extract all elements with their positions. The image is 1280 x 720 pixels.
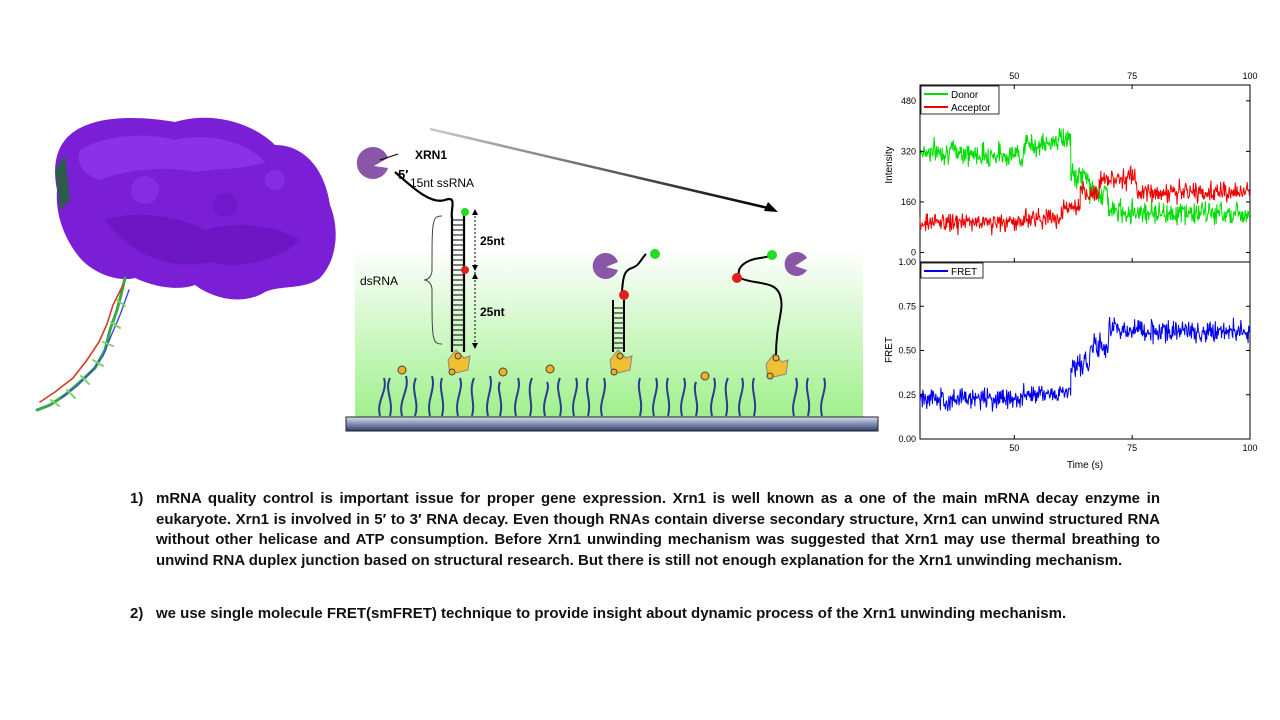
fret-plot-frame bbox=[919, 261, 1251, 440]
y-tick-label: 0.00 bbox=[898, 434, 916, 444]
donor-dye-2 bbox=[650, 249, 660, 259]
fret-ticks-group: 50 75 100 0.00 0.25 0.50 0.75 1.00 bbox=[898, 257, 1257, 453]
fret-legend: FRET bbox=[920, 262, 984, 279]
trace-fret bbox=[919, 316, 1251, 412]
peg-brush-layer bbox=[378, 375, 826, 417]
xrn1-label: XRN1 bbox=[415, 148, 447, 162]
xrn1-protein-structure-image bbox=[35, 117, 336, 412]
y-tick-label: 0 bbox=[911, 248, 916, 258]
paragraph-2-number: 2) bbox=[130, 605, 144, 622]
xrn1-enzyme-icon-2 bbox=[592, 253, 618, 279]
y-tick-label: 1.00 bbox=[898, 257, 916, 267]
x-tick-label-top: 50 bbox=[1009, 71, 1019, 81]
fret-chart: 50 75 100 0.00 0.25 0.50 0.75 1.00 FRET Time (s… bbox=[884, 257, 1258, 471]
y-tick-label: 0.50 bbox=[898, 346, 916, 356]
paragraph-2: 2) we use single molecule FRET(smFRET) t… bbox=[130, 604, 1160, 628]
legend-box bbox=[920, 262, 984, 279]
neutravidin-anchor-2 bbox=[609, 349, 633, 376]
stage-2-partial-unwinding bbox=[592, 249, 660, 376]
bottom-segment-label: 25nt bbox=[480, 305, 505, 319]
legend-entry: Donor bbox=[951, 90, 979, 101]
acceptor-dye-3 bbox=[732, 273, 742, 283]
intensity-series-group bbox=[919, 127, 1251, 236]
paragraph-1-number: 1) bbox=[130, 490, 144, 507]
y-tick-label: 480 bbox=[901, 96, 916, 106]
ssrna-label: 15nt ssRNA bbox=[410, 176, 474, 190]
progress-arrow bbox=[429, 127, 778, 212]
duplex-base-pairs bbox=[452, 219, 464, 346]
trace-donor bbox=[919, 127, 1251, 226]
dsrna-bracket bbox=[423, 215, 443, 345]
stage-1-xrn1-binding: XRN1 5′ 15nt ssRNA dsRNA 25nt 25nt bbox=[356, 147, 505, 376]
paragraph-2-text: we use single molecule FRET(smFRET) tech… bbox=[156, 605, 1067, 622]
xrn1-enzyme-icon bbox=[356, 147, 388, 179]
protein-surface-blob bbox=[55, 117, 336, 300]
paragraph-1-text: mRNA quality control is important issue … bbox=[156, 490, 1160, 569]
x-tick-label: 75 bbox=[1127, 443, 1137, 453]
legend-entry: Acceptor bbox=[951, 103, 991, 114]
xrn1-enzyme-icon-3 bbox=[784, 252, 807, 276]
time-x-axis-label: Time (s) bbox=[1067, 460, 1103, 471]
donor-dye bbox=[461, 208, 469, 216]
intensity-y-axis-label: Intensity bbox=[884, 146, 895, 183]
glass-slide bbox=[345, 416, 879, 432]
y-tick-label: 0.75 bbox=[898, 301, 916, 311]
neutravidin-anchor-1 bbox=[447, 349, 471, 376]
dsrna-label: dsRNA bbox=[360, 274, 398, 288]
trace-acceptor bbox=[919, 164, 1250, 236]
x-tick-label: 100 bbox=[1242, 443, 1257, 453]
stage-3-full-unwinding bbox=[732, 250, 807, 380]
intensity-chart: 50 75 100 0 160 320 480 Intensity DonorAccepto… bbox=[884, 71, 1258, 263]
neutravidin-anchor-3 bbox=[765, 353, 789, 380]
y-tick-label: 0.25 bbox=[898, 390, 916, 400]
acceptor-dye bbox=[461, 266, 469, 274]
x-tick-label: 50 bbox=[1009, 443, 1019, 453]
legend-box bbox=[920, 85, 1000, 115]
legend-entry: FRET bbox=[951, 267, 977, 278]
x-tick-label-top: 100 bbox=[1242, 71, 1257, 81]
intensity-ticks-group: 50 75 100 0 160 320 480 bbox=[901, 71, 1258, 262]
ssrna-strand bbox=[394, 171, 454, 352]
y-tick-label: 320 bbox=[901, 146, 916, 156]
free-biotin-dots bbox=[397, 364, 710, 381]
fret-y-axis-label: FRET bbox=[884, 337, 895, 363]
smfret-experiment-schematic: XRN1 5′ 15nt ssRNA dsRNA 25nt 25nt bbox=[345, 127, 879, 432]
five-prime-label: 5′ bbox=[398, 167, 408, 182]
acceptor-dye-2 bbox=[619, 290, 629, 300]
y-tick-label: 160 bbox=[901, 197, 916, 207]
donor-dye-3 bbox=[767, 250, 777, 260]
x-tick-label-top: 75 bbox=[1127, 71, 1137, 81]
paragraph-1: 1) mRNA quality control is important iss… bbox=[130, 489, 1160, 589]
top-segment-label: 25nt bbox=[480, 234, 505, 248]
fret-series-group bbox=[919, 316, 1251, 412]
rna-strand-atoms bbox=[35, 276, 130, 412]
smfret-traces-figure: 50 75 100 0 160 320 480 Intensity DonorAccepto… bbox=[884, 71, 1258, 471]
